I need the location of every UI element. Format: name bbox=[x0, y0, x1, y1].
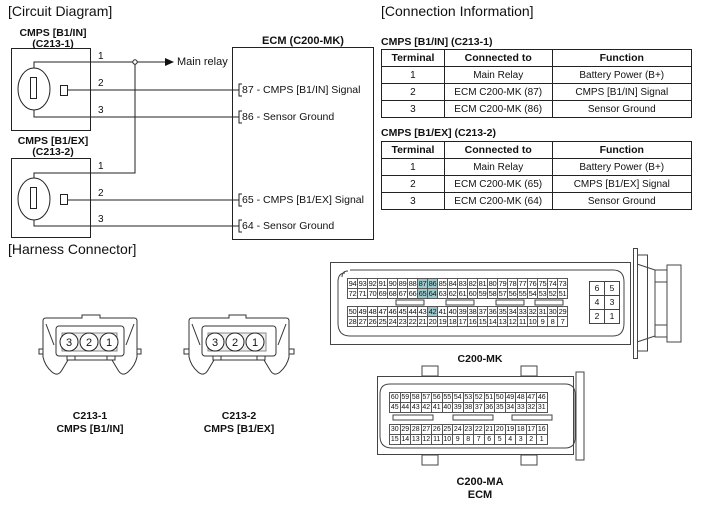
table1-title: CMPS [B1/IN] (C213-1) bbox=[381, 36, 493, 48]
c213-2-pin-label: 1 bbox=[252, 337, 258, 349]
table-header-row: Terminal Connected to Function bbox=[381, 141, 693, 159]
main-relay-label: Main relay bbox=[177, 56, 228, 68]
table-row: 1 Main Relay Battery Power (B+) bbox=[381, 158, 693, 176]
c213-1-pin-2 bbox=[79, 332, 99, 352]
c213-1-id: C213-1 bbox=[72, 410, 108, 422]
header-connected-to: Connected to bbox=[443, 49, 553, 67]
sensor1-name: CMPS [B1/IN] bbox=[19, 27, 87, 39]
arrow-right-icon bbox=[165, 58, 174, 66]
connector-pin-51: 51 bbox=[557, 288, 568, 299]
connection-table-c213-1: Terminal Connected to Function 1 Main Re… bbox=[381, 49, 693, 118]
c200-ma-label: C200-MA bbox=[456, 476, 504, 488]
connector-pin-2: 2 bbox=[589, 309, 605, 324]
c213-1-pin-label: 1 bbox=[106, 337, 112, 349]
table-row: 3 ECM C200-MK (86) Sensor Ground bbox=[381, 100, 693, 118]
c213-1-name: CMPS [B1/IN] bbox=[56, 423, 124, 435]
header-function: Function bbox=[551, 49, 693, 67]
connector-pin-3: 3 bbox=[604, 295, 620, 310]
sensor2-box bbox=[11, 158, 91, 238]
sensor2-name: CMPS [B1/EX] bbox=[17, 135, 89, 147]
function-cell: Sensor Ground bbox=[551, 100, 693, 118]
c213-2-pin-3 bbox=[205, 332, 225, 352]
harness-connector-title: [Harness Connector] bbox=[8, 241, 137, 257]
connector-pin-1: 1 bbox=[536, 434, 548, 445]
connector-pin-4: 4 bbox=[589, 295, 605, 310]
c213-2-pin-2 bbox=[225, 332, 245, 352]
c213-1-pin-label: 3 bbox=[66, 337, 72, 349]
connector-pin-1: 1 bbox=[604, 309, 620, 324]
table2-title: CMPS [B1/EX] (C213-2) bbox=[381, 127, 496, 139]
c200-ma-housing-icon bbox=[377, 365, 585, 466]
sensor1-connector: (C213-1) bbox=[32, 38, 74, 50]
wire-number-s2-2: 2 bbox=[98, 188, 104, 199]
table-row: 3 ECM C200-MK (64) Sensor Ground bbox=[381, 192, 693, 210]
c213-1-pin-1 bbox=[99, 332, 119, 352]
c200-mk-label: C200-MK bbox=[457, 353, 503, 365]
c213-2-id: C213-2 bbox=[221, 410, 257, 422]
c213-2-pin-label: 2 bbox=[232, 337, 238, 349]
table-row: 2 ECM C200-MK (87) CMPS [B1/IN] Signal bbox=[381, 83, 693, 101]
c213-2-connector-icon bbox=[183, 314, 295, 375]
connection-table-c213-2: Terminal Connected to Function 1 Main Re… bbox=[381, 141, 693, 210]
c213-2-pin-label: 3 bbox=[212, 337, 218, 349]
wire-number-s1-1: 1 bbox=[98, 51, 104, 62]
terminal-cell: 3 bbox=[381, 192, 445, 210]
c213-1-pin-3 bbox=[59, 332, 79, 352]
terminal-cell: 3 bbox=[381, 100, 445, 118]
connector-pin-6: 6 bbox=[589, 281, 605, 296]
wire-number-s2-1: 1 bbox=[98, 161, 104, 172]
c213-2-pin-1 bbox=[245, 332, 265, 352]
header-connected-to: Connected to bbox=[443, 141, 553, 159]
function-cell: Sensor Ground bbox=[551, 192, 693, 210]
wire-number-s1-2: 2 bbox=[98, 78, 104, 89]
table-row: 1 Main Relay Battery Power (B+) bbox=[381, 66, 693, 84]
connector-pin-5: 5 bbox=[604, 281, 620, 296]
circuit-diagram-title: [Circuit Diagram] bbox=[8, 3, 113, 19]
wire-number-s2-3: 3 bbox=[98, 214, 104, 225]
connected-cell: ECM C200-MK (86) bbox=[443, 100, 553, 118]
wire-number-s1-3: 3 bbox=[98, 105, 104, 116]
table-row: 2 ECM C200-MK (65) CMPS [B1/EX] Signal bbox=[381, 175, 693, 193]
junction-dot bbox=[132, 59, 138, 65]
ecm-box bbox=[232, 47, 374, 240]
c200-ma-sublabel: ECM bbox=[467, 489, 493, 501]
table-header-row: Terminal Connected to Function bbox=[381, 49, 693, 67]
ecm-pin-65: 65 - CMPS [B1/EX] Signal bbox=[242, 194, 364, 206]
ecm-pin-86: 86 - Sensor Ground bbox=[242, 111, 335, 123]
ecm-title: ECM (C200-MK) bbox=[262, 35, 344, 47]
connector-pin-31: 31 bbox=[536, 402, 548, 413]
ecm-pin-64: 64 - Sensor Ground bbox=[242, 220, 335, 232]
c213-1-pin-label: 2 bbox=[86, 337, 92, 349]
ecm-pin-87: 87 - CMPS [B1/IN] Signal bbox=[242, 84, 361, 96]
c213-1-connector-icon bbox=[38, 314, 142, 375]
c213-2-name: CMPS [B1/EX] bbox=[203, 423, 275, 435]
sensor2-connector: (C213-2) bbox=[32, 146, 74, 158]
connection-info-title: [Connection Information] bbox=[381, 3, 534, 19]
c200-mk-housing-icon bbox=[330, 248, 682, 359]
connector-pin-7: 7 bbox=[557, 316, 568, 327]
